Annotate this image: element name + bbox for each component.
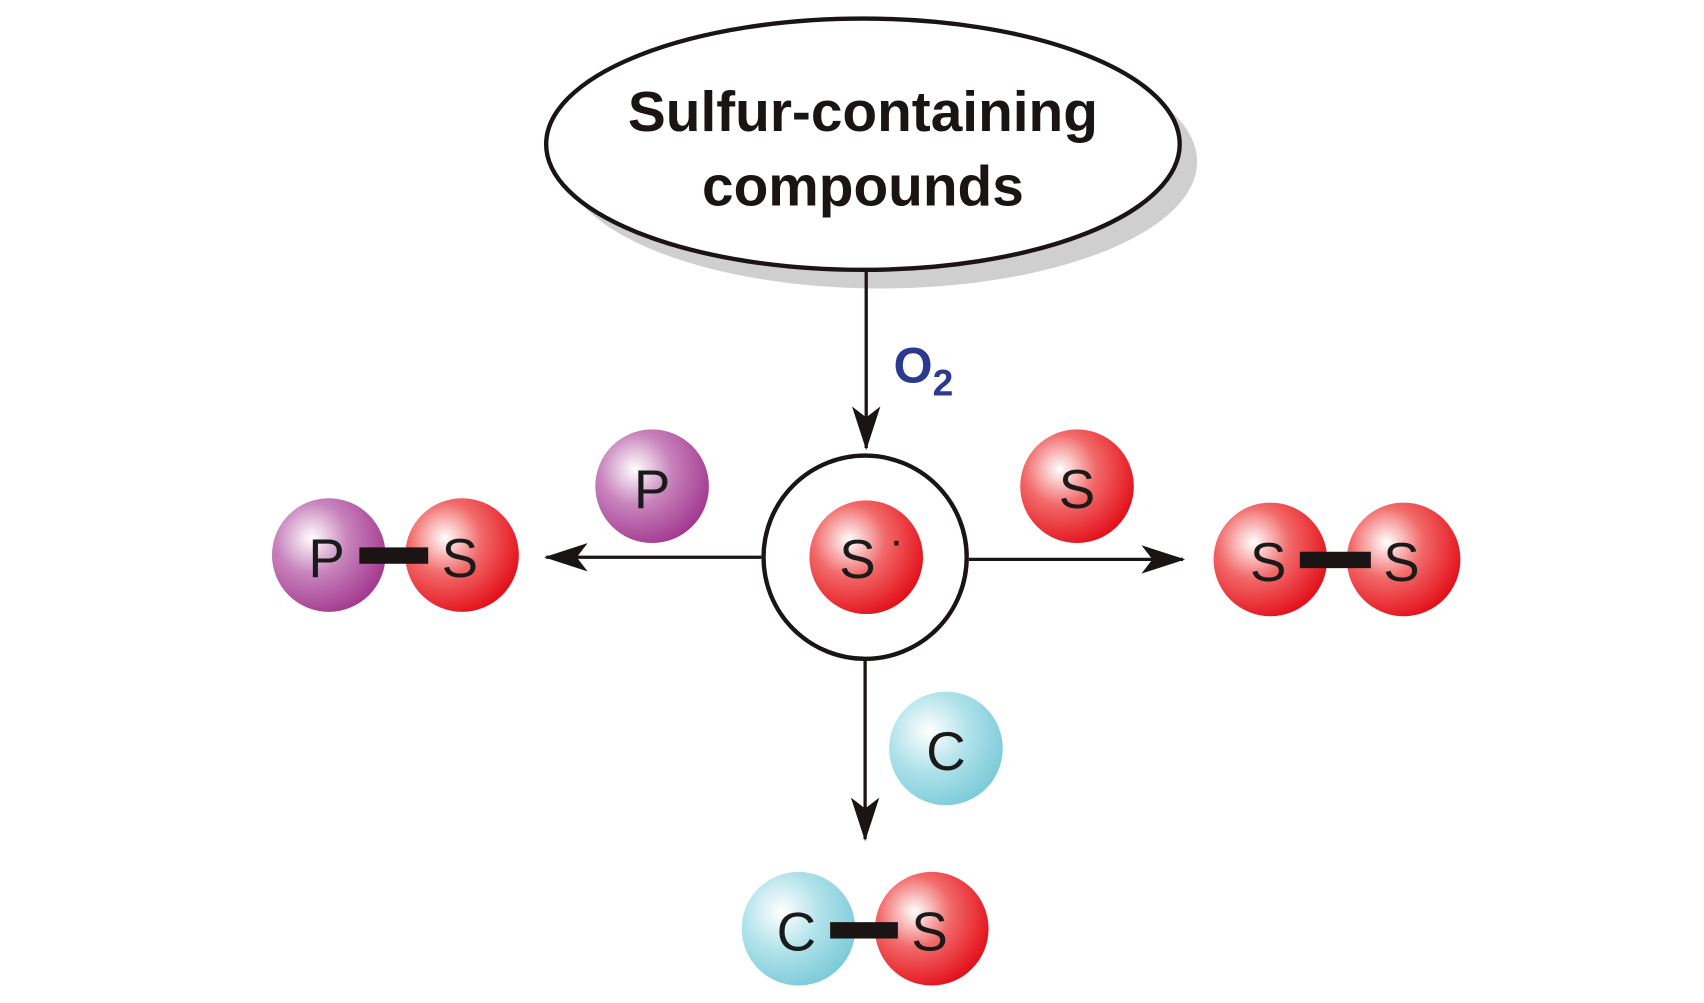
bond	[1299, 551, 1371, 569]
sulfur-atom-sphere	[874, 871, 989, 986]
atom-label: S	[1059, 459, 1095, 520]
reactant-phosphorus: P	[595, 429, 709, 544]
bond	[359, 547, 429, 564]
atom-label: S	[1250, 532, 1286, 593]
phosphorus-atom-sphere	[595, 429, 709, 544]
phosphorus-atom-sphere	[271, 498, 386, 612]
source-title-line1: Sulfur-containing	[628, 81, 1098, 144]
reactant-carbon: C	[889, 691, 1003, 806]
source-title-line2: compounds	[702, 155, 1024, 218]
bond	[830, 922, 898, 939]
reagent-base: O	[894, 337, 933, 393]
atom-label: C	[777, 901, 816, 962]
atom-label: S	[839, 529, 875, 590]
sulfur-atom-sphere	[405, 498, 519, 612]
sulfur-radical-atom: S ·	[809, 500, 923, 615]
radical-dot: ·	[889, 516, 904, 565]
product-c-s: C S	[741, 871, 989, 986]
atom-label: P	[634, 459, 670, 520]
atom-label: S	[911, 901, 947, 962]
sulfur-atom-sphere	[1020, 429, 1134, 544]
atom-label: S	[442, 528, 478, 589]
atom-label: C	[926, 721, 965, 782]
reactant-sulfur: S	[1020, 429, 1134, 544]
source-ellipse	[543, 16, 1182, 273]
source-node: Sulfur-containing compounds	[543, 16, 1198, 289]
carbon-atom-sphere	[741, 871, 856, 986]
reagent-subscript: 2	[933, 362, 954, 404]
sulfur-atom-sphere	[1346, 502, 1461, 617]
sulfur-atom-sphere	[809, 500, 923, 615]
sulfur-atom-sphere	[1213, 502, 1328, 617]
atom-label: S	[1383, 532, 1419, 593]
atom-label: P	[308, 528, 344, 589]
product-p-s: P S	[271, 498, 519, 612]
reagent-label: O2	[894, 337, 954, 403]
carbon-atom-sphere	[889, 691, 1003, 806]
product-s-s: S S	[1213, 502, 1461, 617]
